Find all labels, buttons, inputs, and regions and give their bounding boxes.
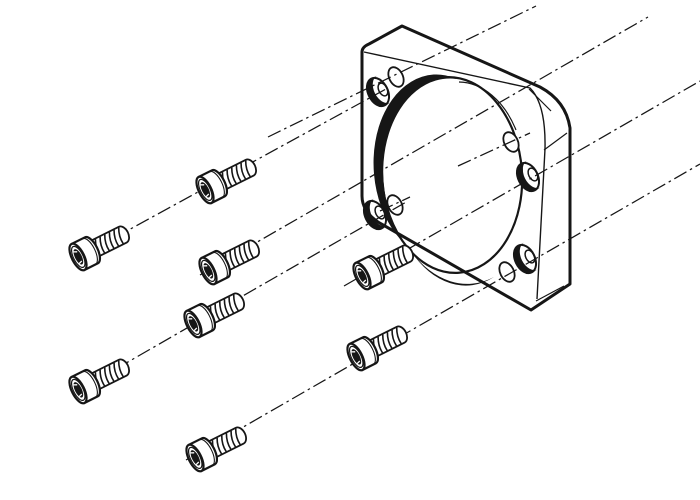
counterbored-hole-top-left	[365, 75, 391, 108]
axis-bottom-right	[185, 163, 700, 461]
screw-8	[185, 426, 247, 473]
front-top-edge	[363, 51, 546, 300]
screw-1	[195, 158, 257, 205]
centerlines	[71, 5, 700, 461]
axis-bottom-left	[73, 200, 409, 394]
axis-top-left-through	[267, 5, 537, 138]
screw-4	[183, 292, 245, 339]
screw-2	[68, 225, 130, 272]
bore-back-edge	[458, 81, 517, 131]
through-hole-bottom-left	[386, 194, 404, 216]
screw-7	[68, 358, 130, 405]
axis-bottom-left-through	[379, 196, 411, 212]
screw-6	[346, 325, 408, 372]
counterbored-hole-bottom-right	[512, 242, 538, 275]
bore-wall-crescent	[373, 74, 457, 245]
through-hole-top-left	[387, 66, 405, 88]
screw-3	[198, 239, 260, 286]
corner-facet-top-right-a	[528, 88, 552, 112]
corner-facet-bottom-right	[535, 285, 565, 302]
screw-5	[352, 244, 414, 291]
corner-facet-top-right-b	[543, 132, 568, 151]
axis-across-bore	[199, 16, 649, 276]
axis-top-right-through	[457, 132, 531, 167]
through-hole-bottom-right	[498, 261, 516, 283]
